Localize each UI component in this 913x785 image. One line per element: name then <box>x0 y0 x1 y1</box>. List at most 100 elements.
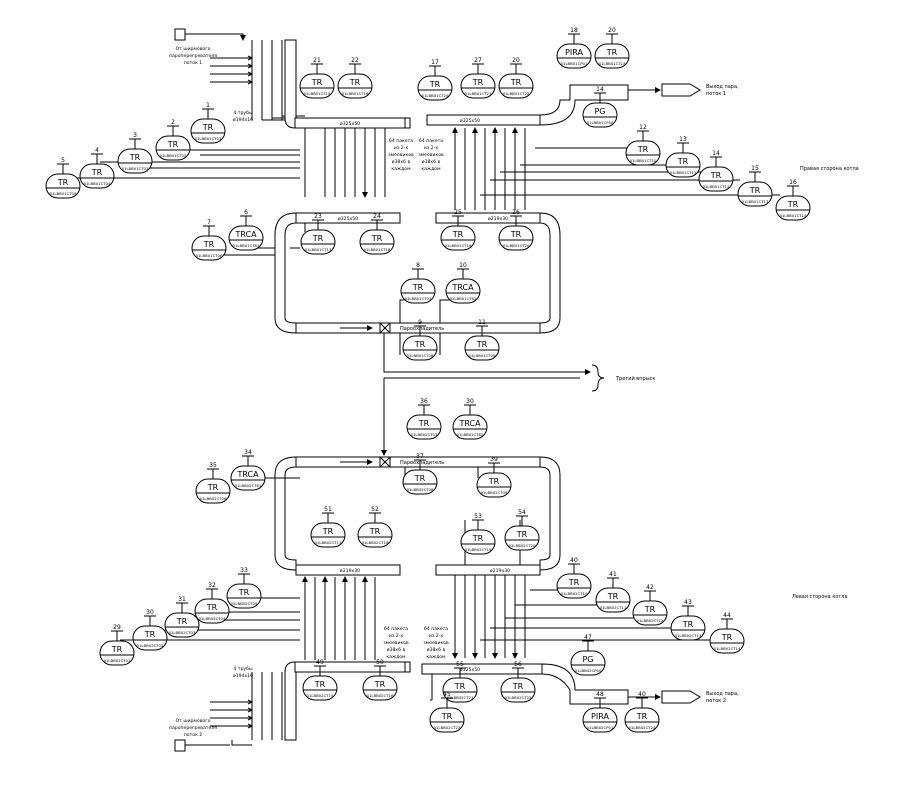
packets-bot-a-3: змеевиков <box>383 641 409 646</box>
instrument-number: 41 <box>609 571 617 578</box>
packets-bot-a-5: каждом <box>386 655 406 660</box>
instrument-tag: TR <box>111 645 123 654</box>
instrument-number: 52 <box>371 506 379 513</box>
instrument-code: 01LBB02CT81 <box>235 483 262 488</box>
header-325-2 <box>426 114 541 126</box>
instrument-tag: TR <box>314 680 326 689</box>
instrument-tag: PG <box>582 655 593 664</box>
instrument-number: 43 <box>684 599 692 606</box>
instrument-code: 01LBB01CT07 <box>405 296 432 301</box>
instrument-number: 56 <box>514 661 522 668</box>
instrument-tag: TR <box>476 340 488 349</box>
instrument-bubble <box>417 75 453 101</box>
pipes4-top-line-1: 4 трубы <box>233 110 253 116</box>
outlet-1-line-1: Выход пара, <box>706 84 739 90</box>
instrument-tag: TR <box>637 145 649 154</box>
instrument-number: 5 <box>61 157 65 164</box>
instrument-number: 15 <box>751 165 759 172</box>
instrument-tag: TR <box>414 474 426 483</box>
instrument-code: 01LBB01CT05 <box>50 191 77 196</box>
instrument-bubble <box>709 628 745 654</box>
instrument-tag: TR <box>311 78 323 87</box>
instrument-number: 7 <box>207 219 211 226</box>
instrument-number: 21 <box>313 57 321 64</box>
instrument-tag: TR <box>710 171 722 180</box>
instrument-number: 16 <box>789 179 797 186</box>
instrument-bubble <box>737 181 773 207</box>
instrument-tag: PIRA <box>591 712 609 721</box>
instrument-number: 2 <box>171 119 175 126</box>
instrument-code: 01LBB01CT13 <box>742 199 769 204</box>
inlet-1-stub <box>174 28 186 41</box>
header-325-4-inlet <box>294 661 406 673</box>
instrument-number: 11 <box>478 319 486 326</box>
instrument-number: 6 <box>244 209 248 216</box>
instrument-bubble <box>498 225 534 251</box>
instruments-layer: 1TR01LBB01CT012TR01LBB01CT023TR01LBB01CT… <box>45 27 811 733</box>
packets-bot-a: 64 пакета из 2-х змеевиков ø38х6 в каждо… <box>383 626 409 660</box>
instrument-code: 01LBB02CP01 <box>587 725 614 730</box>
outlet-2-line-1: Выход пара, <box>706 691 739 697</box>
instrument-code: 01LBB01CT20 <box>503 243 530 248</box>
instrument-bubble <box>300 229 336 255</box>
instrument-tag: TR <box>167 140 179 149</box>
